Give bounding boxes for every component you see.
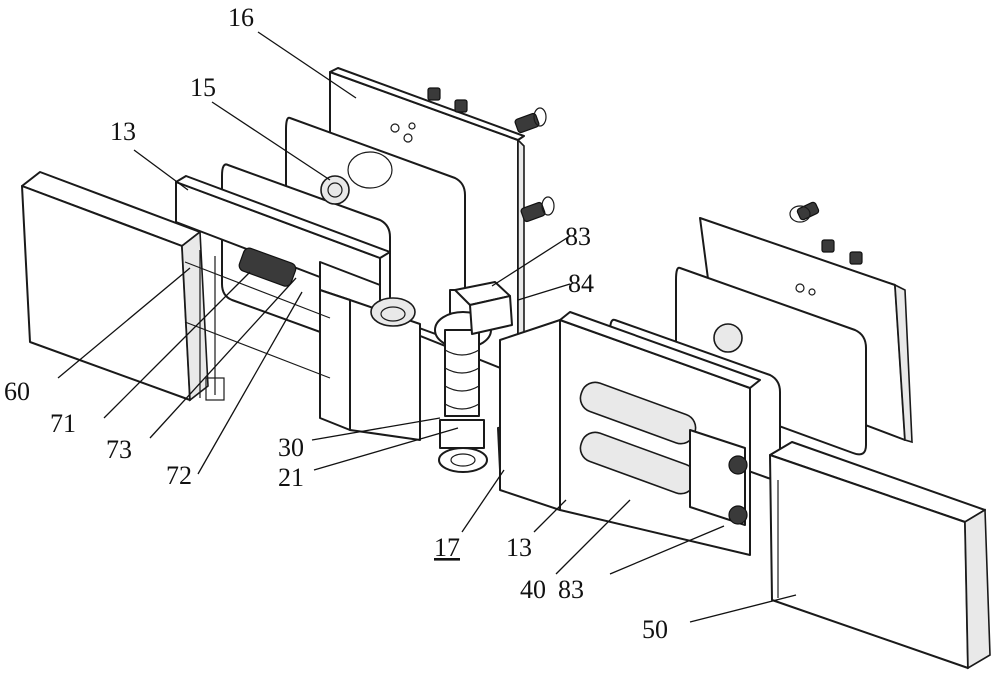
label-50: 50	[642, 615, 668, 644]
label-21: 21	[278, 463, 304, 492]
label-71: 71	[50, 409, 76, 438]
label-73: 73	[106, 435, 132, 464]
right-cover-block-50	[770, 442, 990, 668]
label-40: 40	[520, 575, 546, 604]
label-30: 30	[278, 433, 304, 462]
label-17: 17	[434, 533, 460, 562]
label-16: 16	[228, 3, 254, 32]
label-60: 60	[4, 377, 30, 406]
label-72: 72	[166, 461, 192, 490]
label-83-bottom: 83	[558, 575, 584, 604]
label-83-top: 83	[565, 222, 591, 251]
label-15: 15	[190, 73, 216, 102]
label-84: 84	[568, 269, 594, 298]
label-13-left: 13	[110, 117, 136, 146]
label-13-right: 13	[506, 533, 532, 562]
